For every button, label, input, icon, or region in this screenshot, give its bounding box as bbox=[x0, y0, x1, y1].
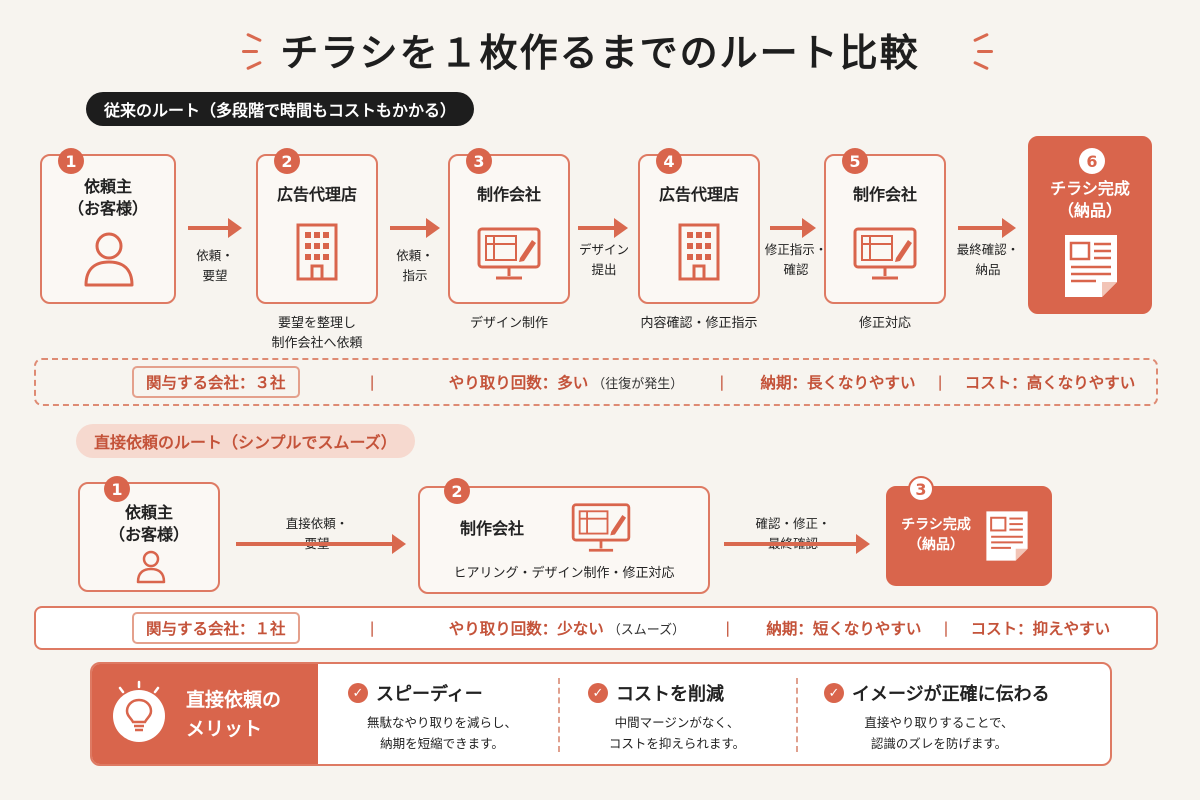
trad-arrow-3 bbox=[578, 218, 628, 238]
merit-item-1-desc: 無駄なやり取りを減らし、 納期を短縮できます。 bbox=[366, 715, 517, 752]
direct-summary-delivery: 納期：短くなりやすい bbox=[766, 620, 922, 638]
trad-step-3-number: 3 bbox=[466, 148, 492, 174]
direct-summary-exchanges: やり取り回数：少ない bbox=[448, 620, 604, 638]
direct-step-3-label: チラシ完成 （納品） bbox=[901, 517, 971, 553]
trad-summary-companies: 関与する会社：３社 bbox=[132, 366, 300, 398]
trad-step-4-number: 4 bbox=[656, 148, 682, 174]
merit-item-3: ✓ イメージが正確に伝わる 直接やり取りすることで、 認識のズレを防げます。 bbox=[804, 664, 1104, 764]
direct-step-1-box: 1 依頼主 （お客様） bbox=[78, 476, 220, 592]
separator: | bbox=[719, 373, 725, 391]
separator: | bbox=[369, 619, 375, 637]
direct-step-3-number: 3 bbox=[908, 476, 934, 502]
trad-step-5-box: 5 制作会社 bbox=[824, 148, 946, 304]
trad-arrow-5 bbox=[958, 218, 1016, 238]
trad-step-1-label: 依頼主 （お客様） bbox=[67, 177, 148, 219]
trad-arrow-2-label: 依頼・ 指示 bbox=[396, 248, 434, 283]
merit-divider bbox=[796, 678, 798, 752]
building-icon bbox=[296, 223, 338, 281]
trad-step-1-number: 1 bbox=[58, 148, 84, 174]
separator: | bbox=[369, 373, 375, 391]
direct-summary-cost: コスト：抑えやすい bbox=[970, 620, 1111, 638]
trad-arrow-2 bbox=[390, 218, 440, 238]
trad-step-3-label: 制作会社 bbox=[476, 185, 541, 204]
direct-summary: 関与する会社：１社 | やり取り回数：少ない （スムーズ） | 納期：短くなりや… bbox=[34, 606, 1158, 650]
direct-step-1-number: 1 bbox=[104, 476, 130, 502]
flyer-document-icon bbox=[986, 511, 1028, 561]
direct-step-3-box: 3 チラシ完成 （納品） bbox=[886, 476, 1052, 586]
lightbulb-icon bbox=[113, 680, 165, 742]
merit-item-1-title: スピーディー bbox=[376, 684, 483, 705]
building-icon bbox=[678, 223, 720, 281]
direct-step-2-number: 2 bbox=[444, 478, 470, 504]
trad-summary-exchanges: やり取り回数：多い bbox=[448, 374, 589, 392]
trad-step-5-number: 5 bbox=[842, 148, 868, 174]
direct-step-2-box: 2 制作会社 ヒアリング・デザイン制作・修正対応 bbox=[418, 478, 710, 594]
trad-step-4-label: 広告代理店 bbox=[658, 185, 739, 204]
merits-heading-block: 直接依頼の メリット bbox=[92, 664, 318, 764]
direct-arrow-2 bbox=[724, 534, 870, 554]
merit-item-2-title: コストを削減 bbox=[616, 684, 724, 705]
title-decoration-left bbox=[240, 30, 270, 71]
trad-step-5-note: 修正対応 bbox=[858, 316, 911, 331]
direct-step-2-label: 制作会社 bbox=[460, 519, 525, 538]
merit-item-2-desc: 中間マージンがなく、 コストを抑えられます。 bbox=[608, 715, 746, 752]
merit-item-3-desc: 直接やり取りすることで、 認識のズレを防げます。 bbox=[864, 715, 1014, 752]
trad-step-2-label: 広告代理店 bbox=[276, 185, 357, 204]
trad-summary-cost: コスト：高くなりやすい bbox=[964, 374, 1136, 392]
merit-item-3-title-row: ✓ イメージが正確に伝わる bbox=[824, 680, 1050, 706]
trad-step-4-box: 4 広告代理店 bbox=[638, 148, 760, 304]
trad-arrow-5-label: 最終確認・ 納品 bbox=[956, 242, 1020, 277]
page-title: チラシを１枚作るまでのルート比較 bbox=[280, 31, 920, 75]
title-decoration-right bbox=[965, 30, 995, 71]
trad-step-5-label: 制作会社 bbox=[852, 185, 917, 204]
person-icon bbox=[84, 232, 134, 287]
traditional-summary: 関与する会社：３社 | やり取り回数：多い （往復が発生） | 納期：長くなりや… bbox=[34, 358, 1158, 406]
trad-arrow-3-label: デザイン 提出 bbox=[578, 242, 629, 277]
separator: | bbox=[937, 373, 943, 391]
merit-item-1: ✓ スピーディー 無駄なやり取りを減らし、 納期を短縮できます。 bbox=[332, 664, 552, 764]
trad-summary-exchanges-note: （往復が発生） bbox=[592, 376, 684, 392]
check-icon: ✓ bbox=[588, 683, 608, 703]
merits-panel: 直接依頼の メリット ✓ スピーディー 無駄なやり取りを減らし、 納期を短縮でき… bbox=[90, 662, 1112, 766]
traditional-route-heading: 従来のルート（多段階で時間もコストもかかる） bbox=[86, 92, 475, 126]
merits-heading: 直接依頼の メリット bbox=[186, 689, 282, 740]
trad-step-2-number: 2 bbox=[274, 148, 300, 174]
direct-step-2-note: ヒアリング・デザイン制作・修正対応 bbox=[453, 566, 675, 581]
trad-step-3-box: 3 制作会社 bbox=[448, 148, 570, 304]
check-icon: ✓ bbox=[824, 683, 844, 703]
trad-step-6-number: 6 bbox=[1079, 148, 1105, 174]
trad-step-1-box: 1 依頼主 （お客様） bbox=[40, 148, 176, 304]
trad-arrow-1-label: 依頼・ 要望 bbox=[196, 248, 234, 283]
trad-step-6-box: 6 チラシ完成 （納品） bbox=[1028, 136, 1152, 314]
monitor-design-icon bbox=[853, 227, 917, 280]
direct-step-1-label: 依頼主 （お客様） bbox=[108, 503, 189, 545]
merit-item-3-title: イメージが正確に伝わる bbox=[852, 684, 1050, 705]
monitor-design-icon bbox=[477, 227, 541, 280]
trad-step-2-box: 2 広告代理店 bbox=[256, 148, 378, 304]
trad-arrow-4 bbox=[770, 218, 816, 238]
check-icon: ✓ bbox=[348, 683, 368, 703]
merit-item-2: ✓ コストを削減 中間マージンがなく、 コストを抑えられます。 bbox=[564, 664, 790, 764]
trad-step-3-note: デザイン制作 bbox=[469, 316, 548, 331]
direct-arrow-1 bbox=[236, 534, 406, 554]
direct-route-heading: 直接依頼のルート（シンプルでスムーズ） bbox=[76, 424, 415, 458]
trad-summary-delivery: 納期：長くなりやすい bbox=[760, 374, 916, 392]
merit-item-1-title-row: ✓ スピーディー bbox=[348, 680, 483, 706]
trad-step-4-note: 内容確認・修正指示 bbox=[640, 316, 758, 331]
direct-summary-exchanges-note: （スムーズ） bbox=[607, 622, 686, 638]
merit-divider bbox=[558, 678, 560, 752]
person-icon bbox=[136, 550, 166, 584]
flyer-document-icon bbox=[1065, 235, 1117, 297]
trad-arrow-1 bbox=[188, 218, 242, 238]
merit-item-2-title-row: ✓ コストを削減 bbox=[588, 680, 724, 706]
monitor-design-icon bbox=[571, 503, 631, 552]
trad-step-6-label: チラシ完成 （納品） bbox=[1050, 179, 1130, 221]
separator: | bbox=[725, 619, 731, 637]
trad-arrow-4-label: 修正指示・ 確認 bbox=[764, 242, 828, 277]
separator: | bbox=[943, 619, 949, 637]
direct-summary-companies: 関与する会社：１社 bbox=[132, 612, 300, 644]
trad-step-2-note: 要望を整理し 制作会社へ依頼 bbox=[271, 316, 363, 352]
